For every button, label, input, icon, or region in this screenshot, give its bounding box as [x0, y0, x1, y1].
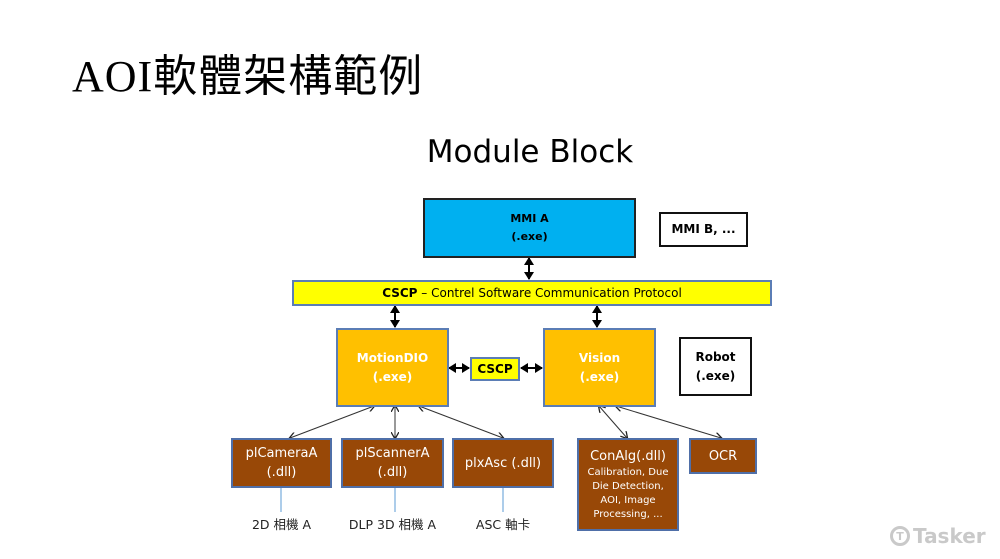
plcamera-caption: 2D 相機 A: [251, 517, 312, 532]
ocr-label: OCR: [708, 448, 738, 464]
robot-block: Robot (.exe): [679, 337, 752, 396]
diagram-title: Module Block: [426, 134, 634, 170]
mmi-a-block: MMI A (.exe): [423, 198, 636, 258]
plscanner-block: plScannerA (.dll): [341, 438, 444, 488]
plxasc-caption: ASC 軸卡: [475, 517, 531, 532]
watermark-text: Tasker: [913, 524, 986, 548]
conalg-description: Calibration, Due Die Detection, AOI, Ima…: [587, 467, 669, 520]
cscp-small-label: CSCP: [477, 362, 513, 376]
arrow-motiondio-to-plxasc: [419, 406, 503, 438]
arrow-motiondio-to-plcamera: [290, 406, 374, 438]
cscp-bar-abbr: CSCP: [382, 286, 418, 300]
cscp-protocol-bar: CSCP – Contrel Software Communication Pr…: [292, 280, 772, 306]
plxasc-block: plxAsc (.dll): [452, 438, 554, 488]
motiondio-name: MotionDIO: [356, 350, 429, 365]
robot-type: (.exe): [695, 368, 736, 383]
arrow-vision-to-conalg: [599, 406, 627, 438]
plscanner-name: plScannerA: [355, 446, 430, 461]
plcamera-type: (.dll): [266, 465, 297, 480]
tasker-logo-icon: T: [890, 526, 910, 546]
plscanner-type: (.dll): [377, 465, 408, 480]
mmi-a-type: (.exe): [511, 230, 548, 243]
mmi-b-label: MMI B, ...: [671, 222, 736, 236]
arrow-vision-to-ocr: [616, 406, 721, 438]
plcamera-name: plCameraA: [245, 446, 318, 461]
watermark: T Tasker: [890, 524, 986, 548]
motiondio-block: MotionDIO (.exe): [336, 328, 449, 407]
cscp-bar-description: – Contrel Software Communication Protoco…: [417, 286, 682, 300]
mmi-a-name: MMI A: [510, 212, 549, 225]
ocr-block: OCR: [689, 438, 757, 474]
vision-name: Vision: [578, 350, 621, 365]
robot-name: Robot: [695, 349, 736, 364]
cscp-small-block: CSCP: [470, 357, 520, 381]
mmi-b-block: MMI B, ...: [659, 212, 748, 247]
plscanner-caption: DLP 3D 相機 A: [348, 517, 437, 532]
plxasc-name: plxAsc (.dll): [464, 455, 542, 471]
motiondio-type: (.exe): [372, 369, 413, 384]
vision-type: (.exe): [579, 369, 620, 384]
plcamera-block: plCameraA (.dll): [231, 438, 332, 488]
conalg-block: ConAlg(.dll) Calibration, Due Die Detect…: [577, 438, 679, 531]
conalg-name: ConAlg(.dll): [590, 449, 666, 464]
vision-block: Vision (.exe): [543, 328, 656, 407]
slide-title: AOI軟體架構範例: [72, 52, 424, 101]
